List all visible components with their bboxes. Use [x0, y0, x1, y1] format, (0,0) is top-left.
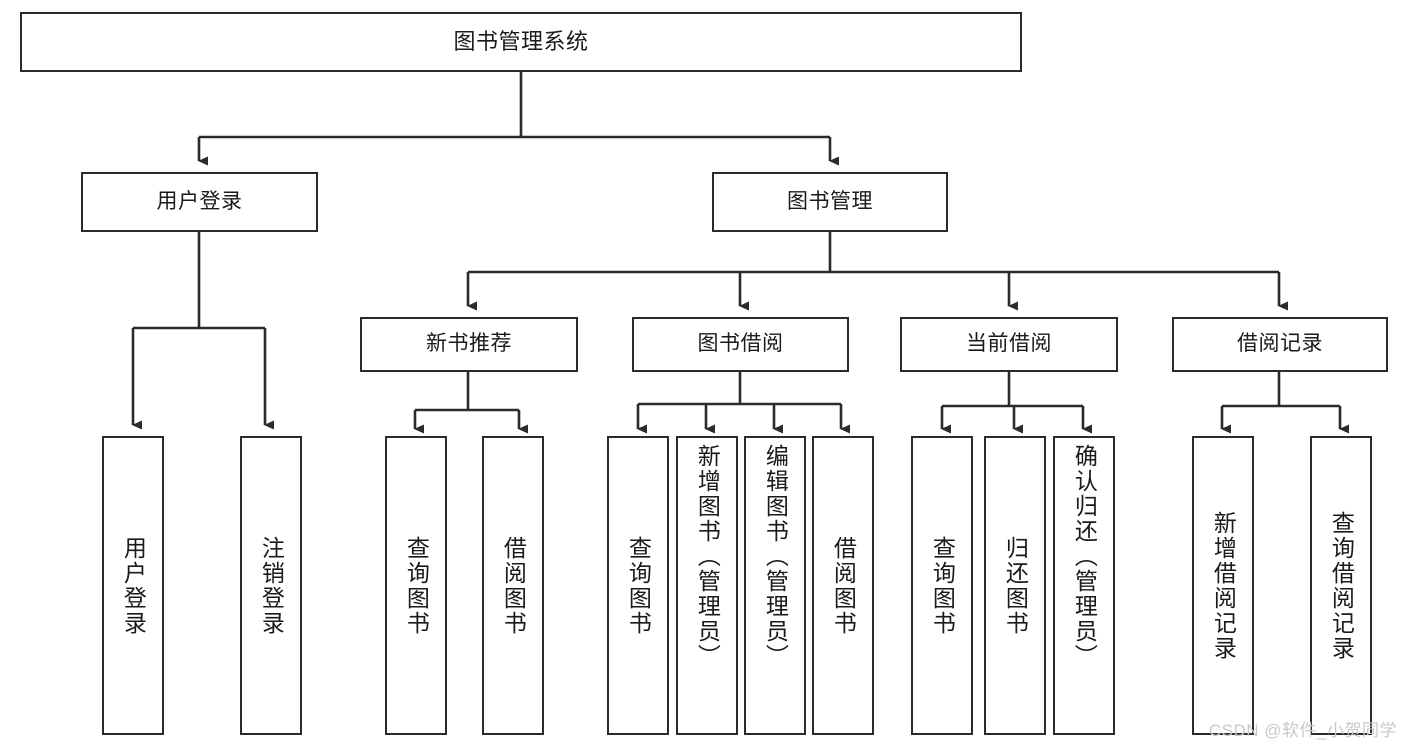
node-label: 确认归还（管理员） [1071, 444, 1098, 669]
node-leaf-edit-book-admin[interactable]: 编辑图书（管理员） [744, 436, 806, 735]
node-label: 用户登录 [120, 535, 147, 636]
node-leaf-borrow-book-recommend[interactable]: 借阅图书 [482, 436, 544, 735]
node-leaf-logout[interactable]: 注销登录 [240, 436, 302, 735]
node-label: 图书借阅 [697, 332, 784, 356]
node-leaf-query-book-borrow[interactable]: 查询图书 [607, 436, 669, 735]
node-label: 查询图书 [403, 535, 430, 636]
node-label: 编辑图书（管理员） [762, 444, 789, 669]
node-new-book-recommend[interactable]: 新书推荐 [360, 317, 578, 372]
node-book-management[interactable]: 图书管理 [712, 172, 948, 232]
node-book-borrow[interactable]: 图书借阅 [632, 317, 849, 372]
node-borrow-record[interactable]: 借阅记录 [1172, 317, 1388, 372]
node-label: 用户登录 [156, 189, 243, 213]
node-label: 查询借阅记录 [1328, 510, 1355, 661]
node-current-borrow[interactable]: 当前借阅 [900, 317, 1118, 372]
node-leaf-return-book[interactable]: 归还图书 [984, 436, 1046, 735]
node-leaf-add-book-admin[interactable]: 新增图书（管理员） [676, 436, 738, 735]
node-label: 图书管理 [787, 189, 873, 213]
node-leaf-confirm-return-admin[interactable]: 确认归还（管理员） [1053, 436, 1115, 735]
node-leaf-borrow-book[interactable]: 借阅图书 [812, 436, 874, 735]
node-leaf-query-book-current[interactable]: 查询图书 [911, 436, 973, 735]
node-label: 注销登录 [258, 535, 285, 636]
node-label: 新增借阅记录 [1210, 510, 1237, 661]
node-user-login[interactable]: 用户登录 [81, 172, 318, 232]
node-label: 查询图书 [625, 535, 652, 636]
node-leaf-user-login[interactable]: 用户登录 [102, 436, 164, 735]
node-label: 新书推荐 [426, 332, 512, 356]
node-label: 借阅图书 [830, 535, 857, 636]
node-label: 图书管理系统 [453, 29, 589, 55]
node-label: 查询图书 [929, 535, 956, 636]
node-leaf-add-borrow-record[interactable]: 新增借阅记录 [1192, 436, 1254, 735]
node-label: 当前借阅 [966, 332, 1052, 356]
node-leaf-query-book-recommend[interactable]: 查询图书 [385, 436, 447, 735]
node-label: 归还图书 [1002, 535, 1029, 636]
node-label: 借阅记录 [1237, 332, 1323, 356]
node-label: 借阅图书 [500, 535, 527, 636]
node-label: 新增图书（管理员） [694, 444, 721, 669]
csdn-watermark: CSDN @软件_小贺同学 [1208, 721, 1397, 740]
node-root-book-management-system[interactable]: 图书管理系统 [20, 12, 1022, 72]
node-leaf-query-borrow-record[interactable]: 查询借阅记录 [1310, 436, 1372, 735]
